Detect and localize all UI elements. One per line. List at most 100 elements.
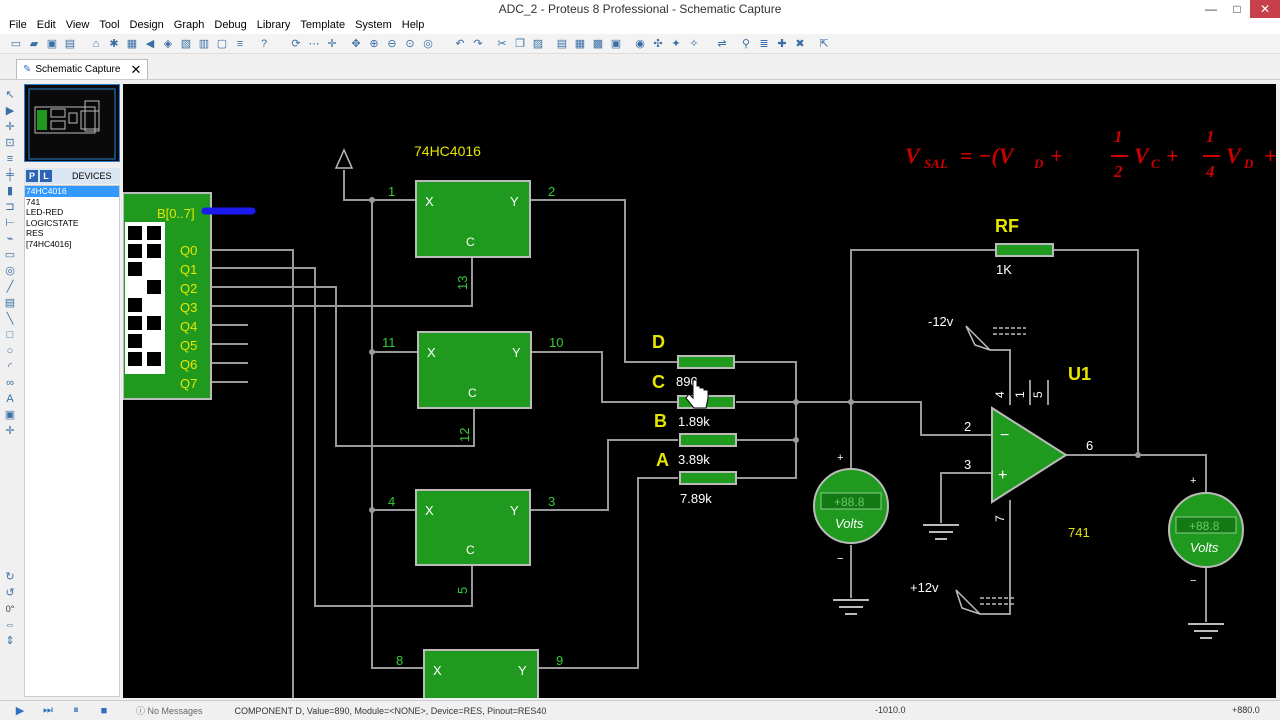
switch-gate-2[interactable]: X Y C 11 10 12 [382,331,563,442]
save-icon[interactable]: ▣ [46,37,58,50]
pcb-icon[interactable]: ◀ [145,37,155,50]
generator-icon[interactable]: ◎ [5,265,15,277]
pan-icon[interactable]: ✥ [351,37,361,50]
menu-help[interactable]: Help [401,19,425,31]
gerber-icon[interactable]: ◈ [163,37,173,50]
copy-icon[interactable]: ❐ [515,37,525,50]
angle-field[interactable]: 0° [5,604,15,614]
stop-icon[interactable]: ■ [100,704,108,717]
packaging-icon[interactable]: ✦ [671,37,681,50]
device-item[interactable]: RES [26,228,44,238]
buses-icon[interactable]: ╪ [6,169,14,181]
terminal-arrow[interactable] [334,148,354,169]
exit-to-parent-icon[interactable]: ⇱ [819,37,829,50]
minimize-button[interactable]: — [1205,2,1217,16]
menu-view[interactable]: View [65,19,90,31]
resistor-b[interactable]: B 1.89k [654,411,737,447]
probe-icon[interactable]: ╱ [6,281,14,293]
new-file-icon[interactable]: ▭ [10,37,22,50]
list-icon[interactable]: ≡ [236,37,244,50]
terminals-icon[interactable]: ⊐ [5,201,15,213]
wire-autorouter-icon[interactable]: ⇌ [717,37,727,50]
switch-gate-1[interactable]: X Y C 1 2 13 [388,180,555,290]
junction-dot-icon[interactable]: ✛ [5,121,15,133]
component-icon[interactable]: ✱ [109,37,119,50]
arc-2d-icon[interactable]: ◜ [7,361,13,373]
refresh-icon[interactable]: ⟳ [291,37,301,50]
device-item[interactable]: [74HC4016] [26,238,72,249]
property-assign-icon[interactable]: ≣ [759,37,769,50]
open-folder-icon[interactable]: ▰ [29,37,39,50]
notes-icon[interactable]: ▢ [216,37,228,50]
circle-2d-icon[interactable]: ○ [6,345,14,357]
line-2d-icon[interactable]: ╲ [6,313,14,325]
marker-2d-icon[interactable]: ✛ [5,425,15,437]
resistor-d[interactable]: D [652,332,735,369]
schematic-canvas[interactable]: V SAL = −(V D + 1 2 V C + 1 4 V D + [123,84,1276,698]
device-item[interactable]: LOGICSTATE [26,217,79,228]
block-delete-icon[interactable]: ▣ [610,37,622,50]
path-2d-icon[interactable]: ∞ [6,377,14,389]
messages-indicator[interactable]: ⓘ No Messages [136,706,203,716]
menu-design[interactable]: Design [129,19,164,31]
switch-gate-3[interactable]: X Y C 4 3 5 [388,489,555,594]
menu-library[interactable]: Library [256,19,291,31]
graph-mode-icon[interactable]: ⌁ [6,233,14,245]
voltmeter-1[interactable]: +88.8 Volts + − [813,452,889,565]
menu-graph[interactable]: Graph [173,19,205,31]
maximize-button[interactable]: □ [1233,2,1241,16]
tape-recorder-icon[interactable]: ▭ [4,249,16,261]
chip-icon[interactable]: ▦ [126,37,138,50]
redo-icon[interactable]: ↷ [473,37,483,50]
menu-template[interactable]: Template [300,19,346,31]
subcircuit-icon[interactable]: ▮ [6,185,14,197]
undo-icon[interactable]: ↶ [455,37,465,50]
box-2d-icon[interactable]: □ [6,329,14,341]
make-device-icon[interactable]: ✣ [653,37,663,50]
paste-icon[interactable]: ▨ [532,37,544,50]
switch-gate-4[interactable]: X Y 8 9 [396,649,563,698]
device-item[interactable]: 741 [26,196,41,207]
tab-schematic-capture[interactable]: ✎ Schematic Capture ✕ [16,59,149,79]
menu-edit[interactable]: Edit [36,19,56,31]
pick-device-icon[interactable]: ◉ [635,37,645,50]
block-rotate-icon[interactable]: ▩ [592,37,604,50]
wire-label-icon[interactable]: ⊡ [5,137,15,149]
rotate-ccw-icon[interactable]: ↺ [5,587,15,599]
rotate-cw-icon[interactable]: ↻ [5,571,15,583]
pos-supply[interactable] [955,589,1014,615]
neg-supply[interactable] [965,325,1026,351]
symbol-2d-icon[interactable]: ▣ [4,409,16,421]
new-sheet-icon[interactable]: ✚ [777,37,787,50]
device-pins-icon[interactable]: ⊢ [5,217,15,229]
device-item[interactable]: LED-RED [26,207,64,217]
voltmeter-2[interactable]: +88.8 Volts + − [1168,475,1244,587]
home-icon[interactable]: ⌂ [92,37,100,50]
cut-icon[interactable]: ✂ [497,37,507,50]
overview-window[interactable] [24,84,120,162]
menu-file[interactable]: File [9,19,27,31]
block-move-icon[interactable]: ▦ [574,37,586,50]
3d-icon[interactable]: ▧ [180,37,192,50]
bom-icon[interactable]: ▥ [198,37,210,50]
menu-tool[interactable]: Tool [99,19,120,31]
zoom-all-icon[interactable]: ⊙ [405,37,415,50]
menu-debug[interactable]: Debug [214,19,247,31]
close-tab-icon[interactable]: ✕ [130,61,142,77]
play-icon[interactable]: ▶ [15,705,25,717]
device-item[interactable]: 74HC4016 [25,186,119,197]
virtual-instrument-icon[interactable]: ▤ [4,297,16,309]
pick-devices-button[interactable]: P [26,170,38,182]
selection-mode-icon[interactable]: ↖ [5,89,15,101]
origin-icon[interactable]: ✛ [327,37,337,50]
library-manager-button[interactable]: L [40,170,52,182]
remove-sheet-icon[interactable]: ✖ [795,37,805,50]
component-mode-icon[interactable]: ▶ [5,105,15,117]
mirror-y-icon[interactable]: ⇕ [5,635,15,647]
step-icon[interactable]: ⏭ [43,704,53,716]
menu-system[interactable]: System [355,19,392,31]
logicstate-block[interactable]: B[0..7] Q0 Q1 Q2 Q3 Q4 Q5 Q6 Q7 [123,192,256,400]
close-window-button[interactable]: ✕ [1250,0,1280,18]
zoom-in-icon[interactable]: ⊕ [369,37,379,50]
opamp-u1[interactable]: − + U1 741 2 3 6 4 1 5 7 [964,364,1093,540]
